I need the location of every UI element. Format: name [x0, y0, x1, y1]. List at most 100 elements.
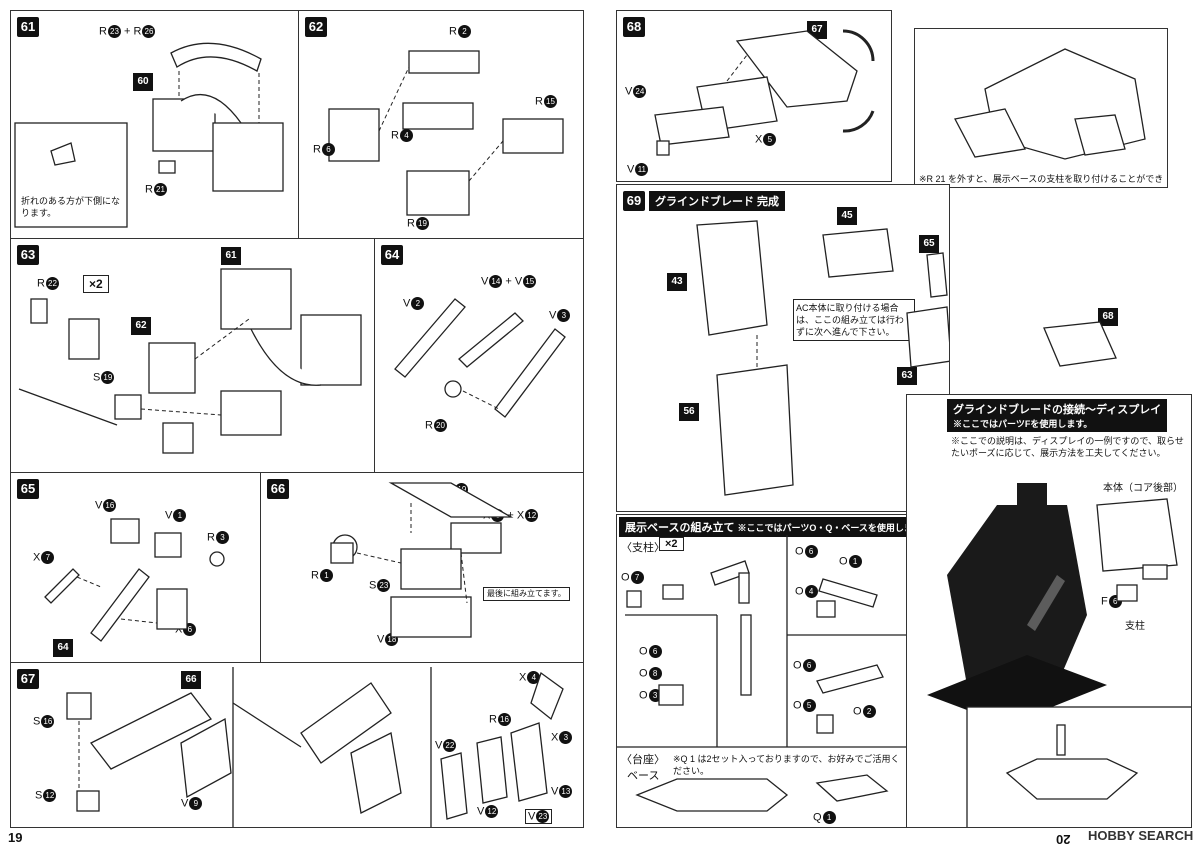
part-number: 1	[173, 509, 187, 522]
part-number: 2	[411, 297, 425, 310]
part-letter: R	[449, 25, 457, 38]
part-letter: V	[481, 275, 489, 288]
base-word-label: ベース	[627, 770, 660, 782]
part-number: 4	[804, 585, 818, 598]
part-number: 7	[41, 551, 55, 564]
right-page-number: 20	[1056, 832, 1071, 847]
display-subtitle-text: ※ここではパーツFを使用します。	[953, 419, 1093, 429]
display-panel: グラインドブレードの接続～ディスプレイ ※ここではパーツFを使用します。 ※ここ…	[906, 394, 1192, 828]
step-number: 64	[381, 245, 403, 265]
display-title-text: グラインドブレードの接続～ディスプレイ	[953, 404, 1162, 416]
part-letter: O	[639, 667, 648, 680]
part-letter: S	[369, 579, 377, 592]
last-assembly-note: 最後に組み立てます。	[483, 587, 570, 601]
plus-sign: +	[124, 25, 131, 38]
step-64-drawing	[394, 298, 566, 418]
stand-note: ※Q 1 は2セット入っておりますので、お好みでご活用ください。	[673, 754, 900, 776]
part-letter: O	[793, 699, 802, 712]
part-tag-62: 62	[131, 317, 151, 335]
part-letter: O	[795, 545, 804, 558]
part-letter: V	[551, 785, 559, 798]
base-title: 展示ベースの組み立て ※ここではパーツO・Q・ベースを使用します。	[619, 517, 907, 537]
part-letter: R	[145, 183, 153, 196]
part-letter: R	[425, 419, 433, 432]
plus-sign: +	[507, 509, 514, 522]
r21-removal-drawing	[954, 48, 1146, 160]
part-number: 6	[648, 645, 662, 658]
step-68-drawing	[654, 29, 875, 156]
part-number: 9	[189, 797, 203, 810]
r21-removal-note: ※R 21 を外すと、展示ベースの支柱を取り付けることができます。	[919, 174, 1164, 187]
part-letter: V	[435, 739, 443, 752]
part-number: 11	[635, 163, 649, 176]
part-number: 16	[41, 715, 55, 728]
part-letter: R	[133, 25, 142, 38]
part-number: 14	[489, 275, 503, 288]
part-tag: 60	[133, 73, 153, 91]
part-letter: X	[551, 731, 559, 744]
part-letter: V	[514, 275, 523, 288]
step-number: 62	[305, 17, 327, 37]
part-letter: F	[1101, 595, 1108, 608]
part-number: 6	[802, 659, 816, 672]
part-letter: R	[313, 143, 321, 156]
part-number: 7	[630, 571, 644, 584]
part-number: 12	[525, 509, 539, 522]
step-number: 63	[17, 245, 39, 265]
step-66-drawing	[330, 482, 514, 638]
part-letter: V	[377, 633, 385, 646]
display-drawing	[927, 483, 1191, 827]
part-letter: O	[853, 705, 862, 718]
step-67-drawing	[66, 667, 564, 827]
part-tag-64: 64	[53, 639, 73, 657]
part-letter: O	[839, 555, 848, 568]
part-number: 4	[527, 671, 541, 684]
part-number: 16	[497, 713, 511, 726]
part-letter: V	[549, 309, 557, 322]
fold-note: 折れのある方が下側になります。	[21, 196, 121, 218]
part-tag-65: 65	[919, 235, 939, 253]
part-letter: S	[33, 715, 41, 728]
part-number: 6	[321, 143, 335, 156]
display-note: ※ここでの説明は、ディスプレイの一例ですので、取らせたいポーズに応じて、展示方法…	[951, 436, 1184, 458]
part-letter: V	[625, 85, 633, 98]
step-number: 65	[17, 479, 39, 499]
step-number: 68	[623, 17, 645, 37]
step-69-panel: 69 グラインドブレード 完成 43 45 65 56 63 AC本体に取り付け…	[616, 184, 950, 512]
display-title: グラインドブレードの接続～ディスプレイ ※ここではパーツFを使用します。	[947, 399, 1168, 432]
part-letter: V	[165, 509, 173, 522]
part-letter: R	[99, 25, 107, 38]
part-number: 13	[559, 785, 573, 798]
part-letter: X	[755, 133, 763, 146]
step-number: 66	[267, 479, 289, 499]
part-letter: V	[181, 797, 189, 810]
step-number: 67	[17, 669, 39, 689]
step-62-drawing	[328, 50, 564, 216]
part-letter: O	[795, 585, 804, 598]
